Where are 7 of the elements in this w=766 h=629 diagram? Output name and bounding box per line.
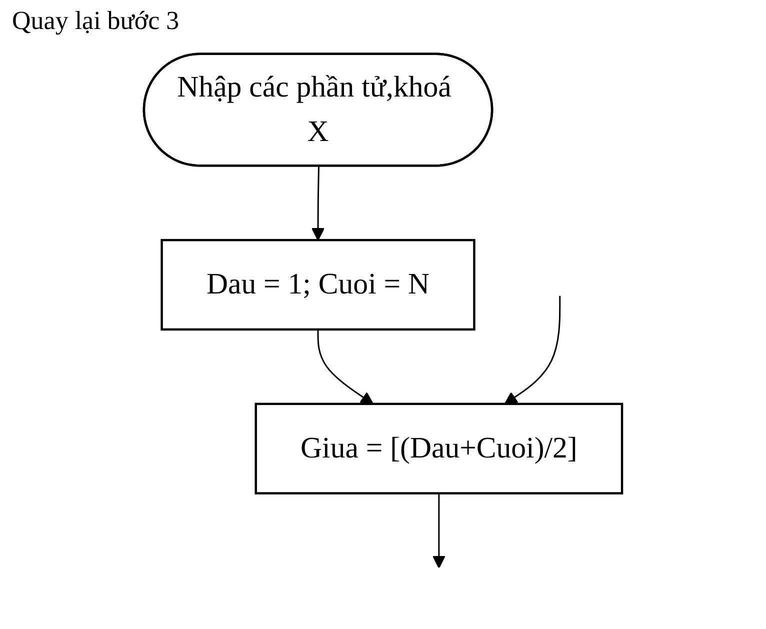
arrow <box>504 296 561 404</box>
note-text: Quay lại bước 3 <box>12 6 180 36</box>
arrow <box>311 166 325 241</box>
arrow <box>317 329 374 404</box>
arrow <box>432 493 446 568</box>
node-box: Dau = 1; Cuoi = N <box>160 238 476 331</box>
node-box: Giua = [(Dau+Cuoi)/2] <box>254 402 624 494</box>
